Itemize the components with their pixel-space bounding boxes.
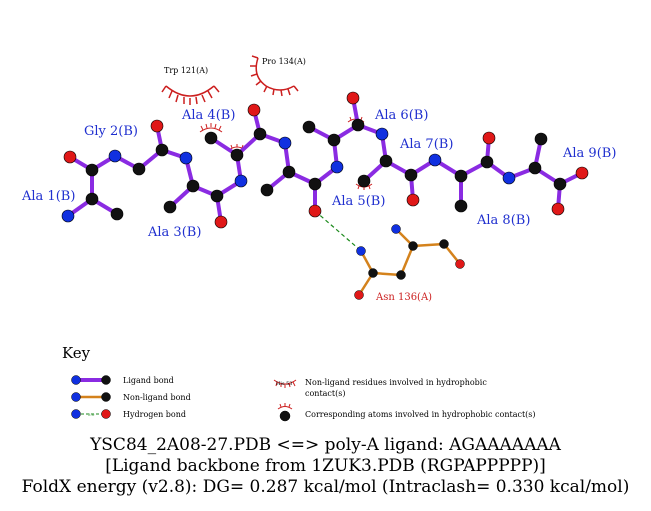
atom-carbon [210, 189, 224, 203]
atom-carbon [85, 163, 99, 177]
nonligand-bonds [357, 227, 462, 297]
label-ala6: Ala 6(B) [374, 108, 428, 123]
atom-oxygen [308, 204, 322, 218]
atom-carbon [379, 154, 393, 168]
atom-carbon [351, 118, 365, 132]
key-hydrophobic-residues-label-2: contact(s) [305, 389, 345, 398]
atom-oxygen [575, 166, 589, 180]
key-his-label: His 53 [276, 381, 292, 387]
atom-carbon [230, 148, 244, 162]
atom-carbon [553, 177, 567, 191]
atom-carbon [155, 143, 169, 157]
atom-nitrogen [179, 151, 193, 165]
atom-oxygen [551, 202, 565, 216]
caption-line-1: YSC84_2A08-27.PDB <=> poly-A ligand: AGA… [90, 435, 561, 455]
caption-line-3: FoldX energy (v2.8): DG= 0.287 kcal/mol … [21, 477, 630, 497]
atom-carbon [454, 169, 468, 183]
pro134-hydrophobic-arc [250, 55, 299, 97]
label-pro134: Pro 134(A) [262, 57, 306, 66]
key-ligand-bond-label: Ligand bond [123, 376, 174, 385]
key-hbond-distance: 3.0 [88, 412, 95, 417]
label-trp121: Trp 121(A) [164, 66, 208, 75]
nonligand-atoms [354, 224, 465, 300]
atom-carbon [534, 132, 548, 146]
label-ala3: Ala 3(B) [147, 225, 201, 240]
key-nonligand-bond-sample [71, 392, 111, 402]
atom-carbon [308, 177, 322, 191]
atom-carbon [357, 174, 371, 188]
atom-oxygen [247, 103, 261, 117]
atom-oxygen [455, 259, 465, 269]
label-asn136: Asn 136(A) [375, 292, 432, 303]
label-gly2: Gly 2(B) [84, 124, 138, 139]
atom-carbon [408, 241, 418, 251]
atom-carbon [327, 133, 341, 147]
atom-carbon [282, 165, 296, 179]
label-ala8: Ala 8(B) [476, 213, 530, 228]
caption-line-2: [Ligand backbone from 1ZUK3.PDB (RGPAPPP… [105, 456, 546, 476]
atom-nitrogen [108, 149, 122, 163]
atom-nitrogen [391, 224, 401, 234]
atom-carbon [163, 200, 177, 214]
atom-oxygen [346, 91, 360, 105]
ligplot-diagram: Ala 1(B) Gly 2(B) Ala 3(B) Ala 4(B) Ala … [21, 55, 616, 422]
label-ala7: Ala 7(B) [399, 137, 453, 152]
atom-carbon [454, 199, 468, 213]
atom-carbon [302, 120, 316, 134]
hydrogen-bond [314, 210, 361, 251]
atom-oxygen [214, 215, 228, 229]
atom-nitrogen [61, 209, 75, 223]
atom-oxygen [406, 193, 420, 207]
atom-carbon [404, 168, 418, 182]
atom-carbon [253, 127, 267, 141]
atom-carbon [110, 207, 124, 221]
atom-nitrogen [428, 153, 442, 167]
key-corresponding-atoms-label: Corresponding atoms involved in hydropho… [305, 410, 536, 419]
key-hydrophobic-residues-label-1: Non-ligand residues involved in hydropho… [305, 378, 487, 387]
atom-carbon [528, 161, 542, 175]
atom-carbon [396, 270, 406, 280]
key-hydrophobic-residue-sample [273, 379, 297, 388]
label-ala1: Ala 1(B) [21, 189, 75, 204]
key-corresponding-atom-sample [277, 403, 293, 422]
atom-oxygen [63, 150, 77, 164]
atom-carbon [480, 155, 494, 169]
atom-nitrogen [502, 171, 516, 185]
key-ligand-bond-sample [71, 375, 111, 385]
ligand-atoms [61, 91, 589, 229]
atom-carbon [204, 131, 218, 145]
key-hbond-label: Hydrogen bond [123, 410, 186, 419]
atom-nitrogen [278, 136, 292, 150]
trp121-hydrophobic-arc [161, 85, 220, 105]
atom-carbon [132, 162, 146, 176]
atom-carbon [186, 179, 200, 193]
atom-oxygen [354, 290, 364, 300]
label-ala9: Ala 9(B) [562, 146, 616, 161]
atom-carbon [368, 268, 378, 278]
atom-nitrogen [330, 160, 344, 174]
atom-carbon [439, 239, 449, 249]
key-title: Key [62, 344, 91, 362]
atom-carbon [85, 192, 99, 206]
label-ala4: Ala 4(B) [181, 108, 235, 123]
key-nonligand-bond-label: Non-ligand bond [123, 393, 191, 402]
atom-oxygen [482, 131, 496, 145]
atom-oxygen [150, 119, 164, 133]
atom-carbon [260, 183, 274, 197]
ligand-bonds [66, 96, 584, 224]
label-ala5: Ala 5(B) [331, 194, 385, 209]
key-hbond-sample: 3.0 [71, 409, 111, 419]
atom-nitrogen [356, 246, 366, 256]
atom-nitrogen [234, 174, 248, 188]
atom-nitrogen [375, 127, 389, 141]
